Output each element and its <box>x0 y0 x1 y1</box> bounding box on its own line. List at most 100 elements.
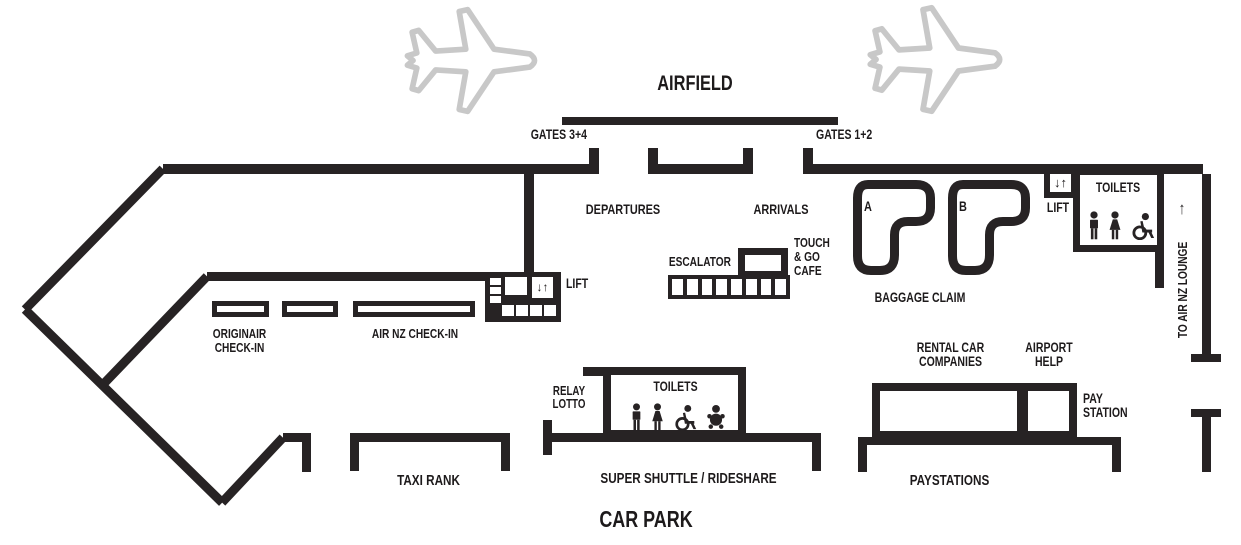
stair-cell <box>516 305 528 316</box>
man-icon <box>632 403 641 431</box>
stair-cell <box>490 287 501 294</box>
to-air-nz-lounge-label: TO AIR NZ LOUNGE <box>1175 241 1191 339</box>
wall-west-lower-diagonal <box>21 306 226 506</box>
gates-3-4-label: GATES 3+4 <box>530 127 587 142</box>
toilets-carpark <box>603 367 746 438</box>
toilets-carpark-label: TOILETS <box>653 379 698 394</box>
wall-gates34-stem <box>524 174 534 272</box>
touch-and-go-cafe <box>738 248 788 278</box>
escalator-step <box>686 279 698 295</box>
arrivals-label: ARRIVALS <box>753 201 809 217</box>
gate-pier-tick <box>589 148 599 174</box>
label-line: LOTTO <box>552 397 586 412</box>
wall-shuttle-south <box>548 433 816 442</box>
escalator-label: ESCALATOR <box>668 254 731 269</box>
departures-label: DEPARTURES <box>585 201 661 217</box>
label-line: HELP <box>1034 354 1064 370</box>
airport-help-counter <box>1020 383 1077 439</box>
checkin-counter-originair <box>212 301 269 317</box>
lounge-up-arrow: ↑ <box>1178 199 1186 218</box>
wall-entry-stub-end <box>302 433 311 472</box>
wheelchair-icon <box>675 405 697 431</box>
car-park-label: CAR PARK <box>599 506 693 532</box>
wall-relay-stub <box>583 367 605 376</box>
lift-arrivals-label: LIFT <box>1046 200 1070 215</box>
escalator-step <box>760 279 772 295</box>
taxi-rank-label: TAXI RANK <box>397 472 460 489</box>
airplane-icon <box>867 4 1003 115</box>
checkin-counter-airnz <box>353 301 475 317</box>
label-line: PAY <box>1083 391 1103 406</box>
checkin-counter-mid <box>282 301 338 317</box>
label-line: CAFE <box>794 262 822 278</box>
airfield-title: AIRFIELD <box>657 72 733 95</box>
label-line: STATION <box>1083 405 1128 421</box>
woman-icon <box>652 403 663 431</box>
lift-cabin: ↓↑ <box>532 277 553 298</box>
toilets-arrivals-label: TOILETS <box>1095 180 1141 195</box>
taxi-rank-wall-top <box>350 433 510 442</box>
woman-icon <box>1109 211 1121 240</box>
relay-lotto-label: RELAY LOTTO <box>550 384 587 412</box>
toilets-arrivals-icons <box>1087 210 1157 240</box>
escalator-step <box>701 279 713 295</box>
paystations-label: PAYSTATIONS <box>909 472 990 489</box>
label-line: & GO <box>794 248 820 264</box>
wall-checkin-north <box>207 272 489 281</box>
taxi-rank-wall-right <box>501 433 510 471</box>
super-shuttle-label: SUPER SHUTTLE / RIDESHARE <box>600 470 777 487</box>
wall-between-gates <box>648 164 753 174</box>
stair-cell <box>544 305 556 316</box>
stair-cell <box>502 305 514 316</box>
baggage-belt-b <box>948 180 1030 275</box>
paystations-wall-top <box>858 437 1121 445</box>
label-line: ORIGINAIR <box>212 326 267 341</box>
airfield-boundary-bar <box>562 117 838 125</box>
lift-departures-label: LIFT <box>566 276 589 291</box>
belt-a-label: A <box>864 198 872 214</box>
label-line: TOUCH <box>794 235 830 250</box>
wall-entry-v-diagonal <box>218 434 287 506</box>
gates-1-2-label: GATES 1+2 <box>816 127 873 142</box>
door-cap <box>1191 409 1221 417</box>
escalator-step <box>672 279 683 295</box>
wall-east-upper <box>1202 174 1211 355</box>
escalator-step <box>716 279 727 295</box>
baby-change-icon <box>707 405 725 429</box>
wheelchair-icon <box>1132 213 1155 240</box>
escalator-step <box>731 279 742 295</box>
paystations-wall-left <box>858 437 867 472</box>
airplane-icon <box>404 6 538 115</box>
gate-pier-tick <box>743 148 753 174</box>
wall-lounge-corridor <box>1155 248 1164 288</box>
touch-and-go-cafe-label: TOUCH & GO CAFE <box>794 236 830 278</box>
gate-pier-tick <box>803 148 813 174</box>
wall-north-west <box>163 164 599 174</box>
escalator-step <box>745 279 757 295</box>
label-line: AIRPORT <box>1025 340 1073 355</box>
label-line: COMPANIES <box>918 354 982 370</box>
baggage-claim-label: BAGGAGE CLAIM <box>874 290 966 305</box>
label-line: RENTAL CAR <box>916 340 985 355</box>
rental-car-label: RENTAL CAR COMPANIES <box>898 340 1003 370</box>
man-icon <box>1090 211 1098 240</box>
toilets-arrivals <box>1073 168 1164 252</box>
wall-entry-stub <box>283 433 311 442</box>
label-line: CHECK-IN <box>214 339 265 355</box>
pay-station-label: PAY STATION <box>1083 391 1128 421</box>
belt-b-label: B <box>959 198 967 214</box>
paystations-wall-right <box>1112 437 1121 472</box>
rental-car-counter <box>872 383 1025 439</box>
wall-shuttle-end-cap <box>543 420 552 455</box>
stair-cell <box>490 278 501 285</box>
gate-pier-tick <box>648 148 658 174</box>
stair-landing <box>505 277 527 295</box>
door-cap <box>1191 354 1221 362</box>
stair-cell <box>490 296 501 303</box>
escalator <box>668 275 790 299</box>
label-line: RELAY <box>552 384 586 398</box>
wall-east-lower <box>1202 415 1211 472</box>
stairs-block: ↓↑ <box>485 272 561 322</box>
airport-help-label: AIRPORT HELP <box>1021 340 1077 370</box>
